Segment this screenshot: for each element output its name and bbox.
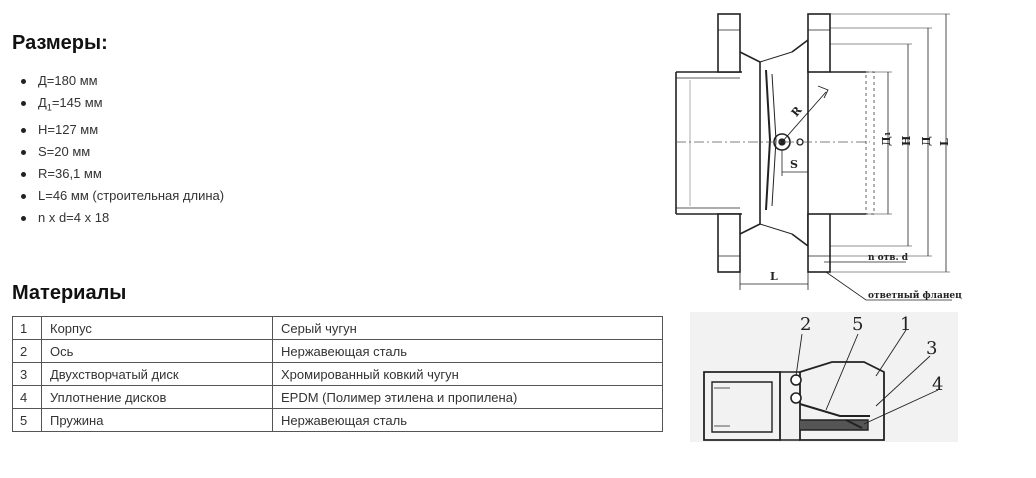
drawings-column: R S Д₁ Н Д L L n отв. d ответный фланец: [664, 0, 1036, 478]
callout-5: 5: [852, 314, 863, 335]
material-name: Серый чугун: [272, 316, 663, 340]
part-name: Пружина: [41, 408, 273, 432]
material-name: Нержавеющая сталь: [272, 408, 663, 432]
materials-table: 1 Корпус Серый чугун 2 Ось Нержавеющая с…: [12, 316, 663, 432]
valve-section-drawing: 2 5 1 3 4: [690, 312, 958, 442]
dimension-item: Д=180 мм: [20, 70, 224, 92]
dimension-item: Н=127 мм: [20, 119, 224, 141]
row-number: 2: [12, 339, 42, 363]
label-R: R: [789, 103, 805, 119]
label-L-vertical: L: [938, 138, 951, 146]
table-row: 2 Ось Нержавеющая сталь: [12, 339, 663, 363]
row-number: 5: [12, 408, 42, 432]
sizes-heading: Размеры:: [12, 32, 108, 54]
dimension-item: L=46 мм (строительная длина): [20, 185, 224, 207]
dimension-item: S=20 мм: [20, 141, 224, 163]
row-number: 4: [12, 385, 42, 409]
label-counter-flange: ответный фланец: [868, 290, 962, 301]
part-name: Уплотнение дисков: [41, 385, 273, 409]
table-row: 1 Корпус Серый чугун: [12, 316, 663, 340]
label-D1: Д₁: [880, 131, 893, 146]
valve-dimension-drawing: R S Д₁ Н Д L L n отв. d ответный фланец: [675, 13, 962, 301]
table-row: 5 Пружина Нержавеющая сталь: [12, 408, 663, 432]
material-name: EPDM (Полимер этилена и пропилена): [272, 385, 663, 409]
part-name: Двухстворчатый диск: [41, 362, 273, 386]
table-row: 4 Уплотнение дисков EPDM (Полимер этилен…: [12, 385, 663, 409]
part-name: Корпус: [41, 316, 273, 340]
dimension-item: R=36,1 мм: [20, 163, 224, 185]
callout-3: 3: [926, 338, 937, 359]
label-holes: n отв. d: [868, 253, 909, 263]
label-H: Н: [900, 136, 913, 146]
dimension-item: n x d=4 x 18: [20, 207, 224, 229]
label-L: L: [770, 270, 778, 283]
row-number: 3: [12, 362, 42, 386]
callout-1: 1: [900, 314, 911, 335]
label-D: Д: [920, 136, 933, 146]
part-name: Ось: [41, 339, 273, 363]
materials-heading: Материалы: [12, 282, 127, 304]
row-number: 1: [12, 316, 42, 340]
dimension-item: Д1=145 мм: [20, 92, 224, 119]
callout-4: 4: [932, 374, 943, 395]
dimensions-list: Д=180 мм Д1=145 мм Н=127 мм S=20 мм R=36…: [12, 70, 224, 229]
table-row: 3 Двухстворчатый диск Хромированный ковк…: [12, 362, 663, 386]
label-S: S: [790, 158, 798, 171]
callout-2: 2: [800, 314, 811, 335]
material-name: Хромированный ковкий чугун: [272, 362, 663, 386]
material-name: Нержавеющая сталь: [272, 339, 663, 363]
